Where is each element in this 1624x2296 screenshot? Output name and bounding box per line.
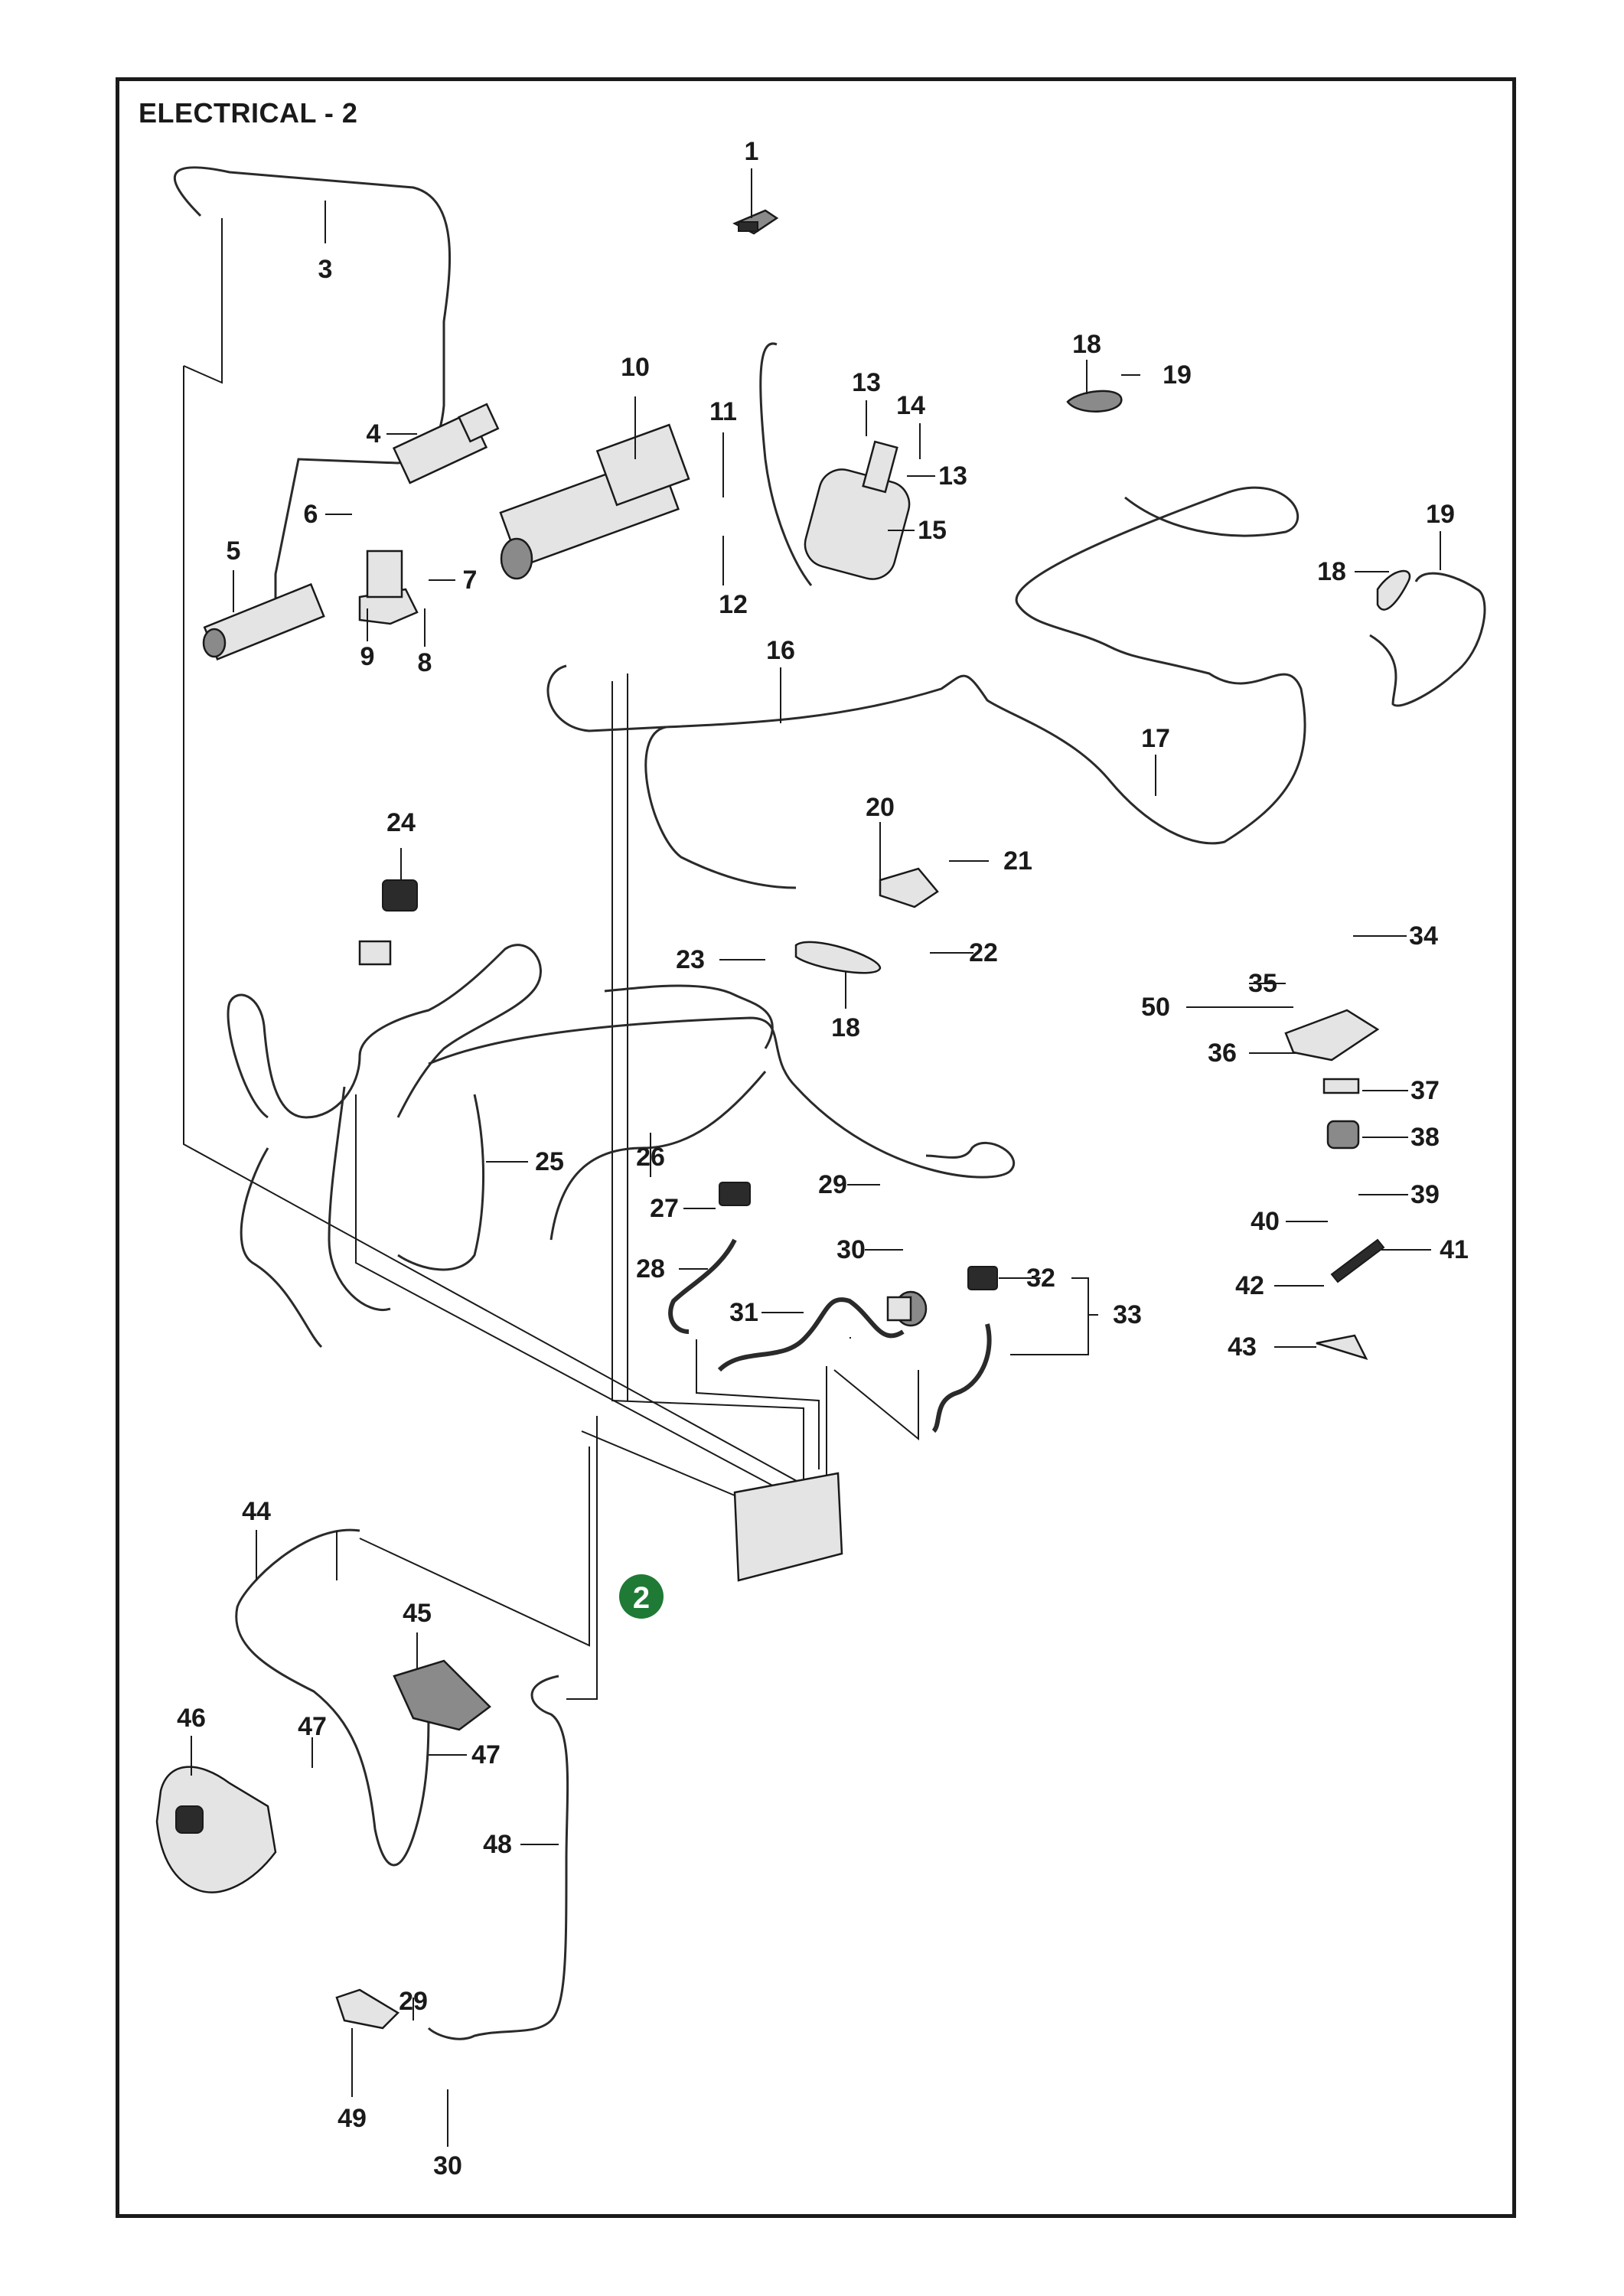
callout-36: 36 xyxy=(1208,1039,1237,1068)
page-title: ELECTRICAL - 2 xyxy=(139,97,358,129)
callout-28: 28 xyxy=(636,1254,665,1283)
part-24-switch xyxy=(358,879,418,966)
part-20-bracket xyxy=(879,867,939,908)
callout-15: 15 xyxy=(918,516,947,545)
part-1-connector xyxy=(732,209,779,235)
callout-50: 50 xyxy=(1141,993,1170,1022)
callout-27: 27 xyxy=(650,1194,679,1223)
callout-9: 9 xyxy=(360,642,375,671)
callout-20: 20 xyxy=(866,793,895,822)
callout-6: 6 xyxy=(304,500,318,529)
callout-3: 3 xyxy=(318,255,333,284)
callout-40: 40 xyxy=(1251,1207,1280,1236)
callout-46: 46 xyxy=(177,1704,206,1733)
callout-13b: 13 xyxy=(938,461,967,491)
callout-48: 48 xyxy=(483,1830,512,1859)
part-18-light-right xyxy=(1376,569,1411,611)
callout-labels: 1 3 4 5 6 7 9 8 10 11 12 13 14 13 15 18 … xyxy=(177,137,1469,2180)
callout-44: 44 xyxy=(242,1497,271,1526)
callout-29a: 29 xyxy=(818,1170,847,1199)
part-31-socket xyxy=(886,1290,928,1327)
part-27-switch xyxy=(719,1182,751,1206)
part-18-light-mid xyxy=(794,941,882,974)
part-36-plate xyxy=(1284,1009,1380,1150)
wiring-harnesses xyxy=(173,166,1486,2040)
callout-4: 4 xyxy=(367,419,381,448)
callout-37: 37 xyxy=(1410,1076,1440,1105)
callout-33: 33 xyxy=(1113,1300,1142,1329)
callout-14: 14 xyxy=(896,391,925,420)
part-4-actuator xyxy=(392,403,500,484)
highlight-badge xyxy=(619,1574,664,1619)
diagram-frame xyxy=(116,77,1516,2218)
part-49-bracket xyxy=(335,1988,400,2030)
callout-17: 17 xyxy=(1141,724,1170,753)
callout-29b: 29 xyxy=(399,1987,428,2016)
callout-30a: 30 xyxy=(836,1235,866,1264)
callout-42: 42 xyxy=(1235,1271,1264,1300)
callout-38: 38 xyxy=(1410,1123,1440,1152)
part-circuit-board xyxy=(733,1472,843,1582)
callout-39: 39 xyxy=(1410,1180,1440,1209)
callout-23: 23 xyxy=(676,945,705,974)
part-10-actuator xyxy=(499,423,690,580)
callout-16: 16 xyxy=(766,636,795,665)
callout-32: 32 xyxy=(1026,1264,1055,1293)
callout-43: 43 xyxy=(1228,1332,1257,1362)
callout-21: 21 xyxy=(1003,846,1032,876)
callout-12: 12 xyxy=(719,590,748,619)
part-15-pump xyxy=(804,440,911,580)
part-46-dash xyxy=(155,1766,277,1893)
callout-1: 1 xyxy=(745,137,759,166)
callout-18c: 18 xyxy=(831,1013,860,1042)
callout-18b: 18 xyxy=(1317,557,1346,586)
part-18-light-top xyxy=(1066,390,1123,413)
highlight-label: 2 xyxy=(633,1581,650,1615)
callout-7: 7 xyxy=(463,566,478,595)
callout-5: 5 xyxy=(227,536,241,566)
callout-41: 41 xyxy=(1440,1235,1469,1264)
callout-47a: 47 xyxy=(298,1712,327,1741)
callout-49: 49 xyxy=(338,2104,367,2133)
callout-47b: 47 xyxy=(471,1740,501,1769)
callout-45: 45 xyxy=(403,1599,432,1628)
callout-18a: 18 xyxy=(1072,330,1101,359)
callout-19b: 19 xyxy=(1426,500,1455,529)
parts xyxy=(155,209,1411,2030)
callout-35: 35 xyxy=(1248,969,1277,998)
highlight-callout-2: 2 xyxy=(619,1574,664,1619)
callout-8: 8 xyxy=(418,648,432,677)
routing-lines xyxy=(183,218,919,1700)
callout-25: 25 xyxy=(535,1147,564,1176)
leader-lines xyxy=(191,168,1441,2147)
callout-34: 34 xyxy=(1409,921,1438,951)
callout-31: 31 xyxy=(729,1298,758,1327)
callout-30b: 30 xyxy=(433,2151,462,2180)
callout-10: 10 xyxy=(621,353,650,382)
part-5-actuator xyxy=(202,582,325,661)
part-9-bracket xyxy=(358,550,419,625)
callout-11: 11 xyxy=(709,397,737,426)
callout-24: 24 xyxy=(386,808,416,837)
part-45-display xyxy=(393,1659,491,1731)
callout-26: 26 xyxy=(636,1143,665,1172)
callout-22: 22 xyxy=(969,938,998,967)
part-41-lever xyxy=(1316,1238,1385,1361)
callout-13a: 13 xyxy=(852,368,881,397)
callout-19a: 19 xyxy=(1163,360,1192,390)
part-32-switch xyxy=(967,1266,998,1290)
